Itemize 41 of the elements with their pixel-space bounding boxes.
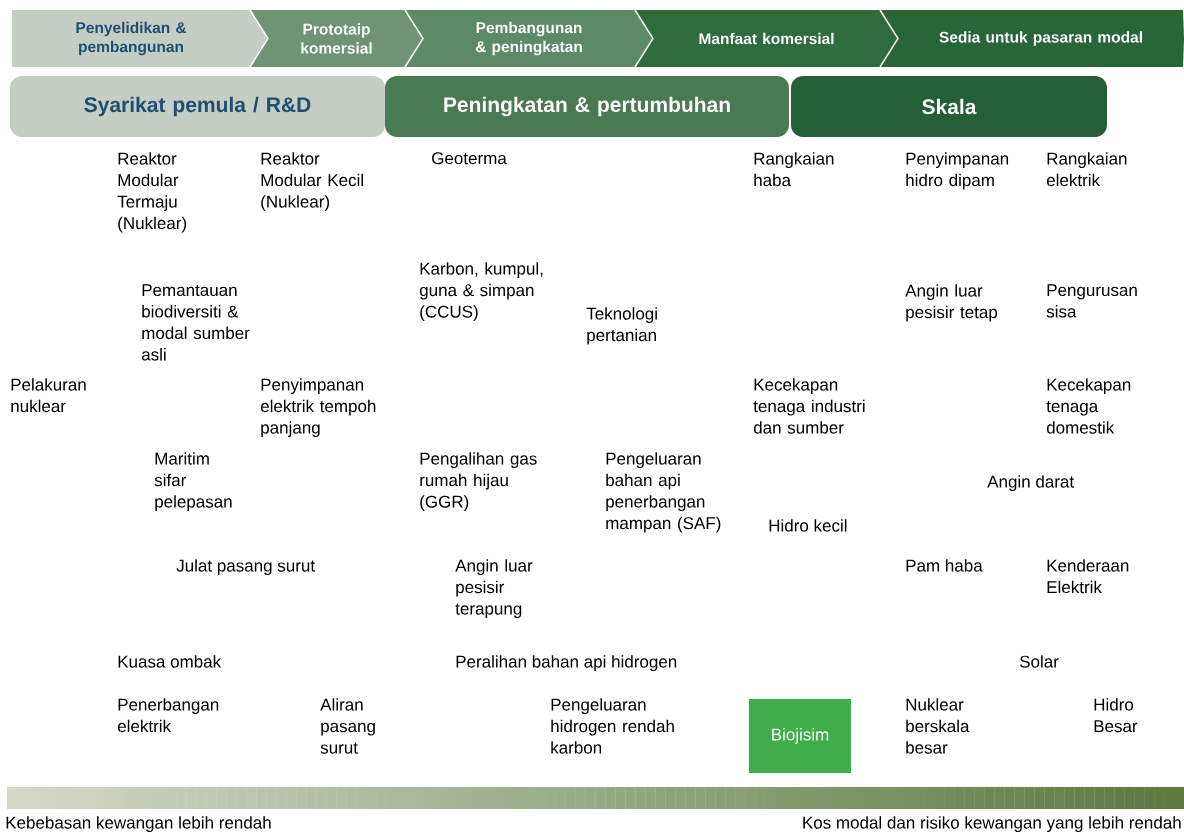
sector-label: Penerbangan elektrik — [117, 698, 219, 733]
sector-label: Pemantauan biodiversiti & modal sumber asli — [141, 284, 250, 361]
sector-label: Angin luar pesisir tetap — [905, 284, 998, 322]
sector-label: Aliran pasang surut — [320, 698, 375, 754]
sector-label: Kecekapan tenaga industri dan sumber — [753, 378, 865, 434]
phase-bar: Peningkatan & pertumbuhan — [385, 76, 789, 137]
sector-label: Angin darat — [987, 475, 1074, 492]
sector-label: Hidro kecil — [769, 519, 847, 532]
phase-bar: Syarikat pemula / R&D — [10, 76, 385, 137]
sector-label: Solar — [1019, 655, 1059, 668]
phase-bar: Skala — [791, 76, 1107, 137]
sector-label: Teknologi pertanian — [586, 307, 657, 345]
sector-label: Julat pasang surut — [176, 559, 315, 576]
sector-label: Kuasa ombak — [118, 655, 222, 668]
highlight-box: Biojisim — [749, 699, 851, 773]
stage-step: Prototaip komersial — [249, 9, 423, 68]
sector-label: Geoterma — [432, 152, 507, 165]
axis-label: Kebebasan kewangan lebih rendah — [6, 816, 271, 833]
sector-label: Peralihan bahan api hidrogen — [456, 655, 677, 672]
stage-step: Penyelidikan & pembangunan — [12, 10, 268, 67]
stage-step: Sedia untuk pasaran modal — [879, 9, 1184, 68]
axis-label: Kos modal dan risiko kewangan yang lebih rendah — [803, 816, 1181, 833]
stage-step: Manfaat komersial — [634, 9, 898, 68]
sector-label: Kecekapan tenaga domestik — [1046, 378, 1131, 434]
sector-label: Kenderaan Elektrik — [1047, 559, 1129, 594]
sector-label: Reaktor Modular Kecil (Nuklear) — [261, 152, 363, 212]
sector-label: Rangkaian haba — [754, 152, 834, 187]
sector-label: Rangkaian elektrik — [1046, 152, 1127, 187]
sector-label: Hidro Besar — [1094, 698, 1138, 733]
stage-step: Pembangunan & peningkatan — [404, 9, 653, 68]
sector-label: Nuklear berskala besar — [906, 698, 970, 754]
sector-label: Pengeluaran bahan api penerbangan mampan (SAF) — [606, 452, 721, 533]
sector-label: Penyimpanan elektrik tempoh panjang — [260, 378, 376, 438]
sector-label: Angin luar pesisir terapung — [455, 559, 533, 619]
sector-label: Maritim sifar pelepasan — [154, 452, 232, 512]
sector-label: Pengeluaran hidrogen rendah karbon — [551, 698, 674, 754]
sector-label: Pam haba — [906, 559, 983, 572]
sector-label: Pengurusan sisa — [1046, 284, 1137, 318]
sector-label: Pelakuran nuklear — [11, 378, 86, 413]
sector-label: Karbon, kumpul, guna & simpan (CCUS) — [419, 262, 543, 322]
sector-label: Pengalihan gas rumah hijau (GGR) — [420, 452, 537, 512]
